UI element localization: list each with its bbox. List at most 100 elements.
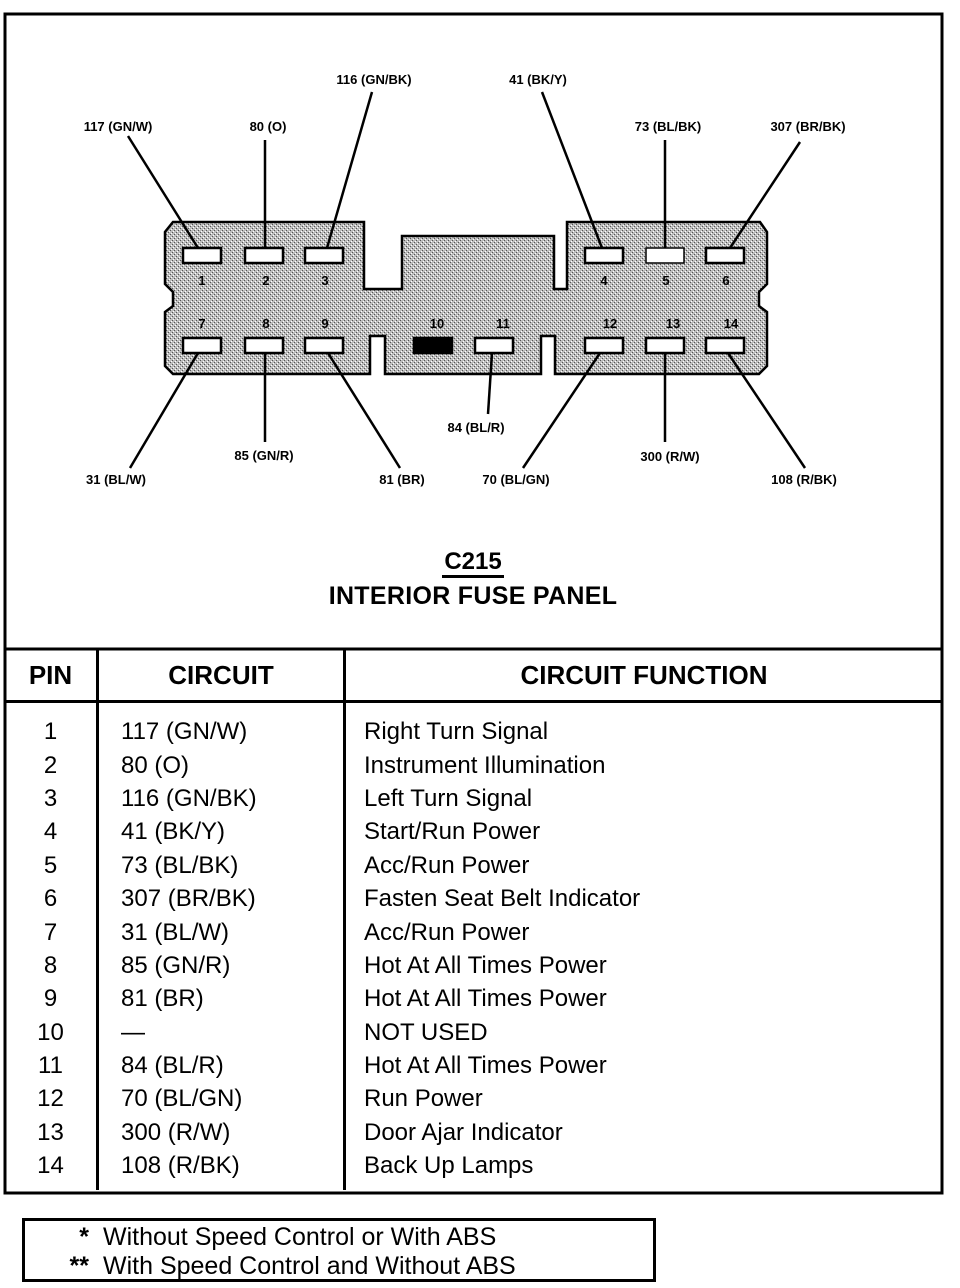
function-cell: Left Turn Signal: [364, 784, 533, 812]
leader-line: [521, 352, 602, 469]
circuit-cell: 300 (R/W): [97, 1115, 346, 1150]
circuit-cell: 116 (GN/BK): [97, 781, 346, 816]
cavity-number: 10: [430, 316, 444, 331]
wire-label: 41 (BK/Y): [509, 72, 567, 87]
pin-cell: 14: [5, 1149, 99, 1191]
function-cell: Acc/Run Power: [364, 918, 530, 946]
footnote: ** With Speed Control and Without ABS: [25, 1252, 516, 1281]
footnote-mark: **: [69, 1252, 89, 1280]
pin-cell: 1: [5, 701, 99, 749]
wire-label: 81 (BR): [379, 472, 425, 487]
function-cell: Instrument Illumination: [364, 751, 606, 779]
connector-id: C215: [0, 548, 946, 578]
cavity-8: [243, 336, 285, 355]
cavity-number: 13: [666, 316, 680, 331]
circuit-cell: 81 (BR): [97, 982, 346, 1016]
function-cell: Hot At All Times Power: [364, 951, 607, 979]
header-function: CIRCUIT FUNCTION: [344, 650, 942, 703]
pin-cell: 10: [5, 1015, 99, 1049]
wire-label: 84 (BL/R): [447, 420, 504, 435]
circuit-cell: 307 (BR/BK): [97, 881, 346, 916]
cavity-number: 12: [603, 316, 617, 331]
wire-label: 31 (BL/W): [86, 472, 146, 487]
function-cell: Start/Run Power: [364, 818, 541, 846]
wire-label: 73 (BL/BK): [635, 119, 701, 134]
pin-cell: 12: [5, 1082, 99, 1116]
circuit-cell: 84 (BL/R): [97, 1048, 346, 1083]
function-cell: Acc/Run Power: [364, 851, 530, 879]
cavity-number: 2: [262, 273, 269, 288]
circuit-cell: 31 (BL/W): [97, 915, 346, 949]
wire-label: 117 (GN/W): [84, 119, 153, 134]
wire-label: 108 (R/BK): [771, 472, 837, 487]
cavity-1: [181, 246, 223, 265]
footnote-mark: *: [79, 1223, 89, 1251]
leader-line: [486, 352, 494, 415]
pin-cell: 13: [5, 1115, 99, 1150]
cavity-number: 7: [198, 316, 205, 331]
cavity-6: [704, 246, 746, 265]
circuit-cell: 80 (O): [97, 748, 346, 782]
circuit-cell: 117 (GN/W): [97, 701, 346, 749]
circuit-cell: 108 (R/BK): [97, 1149, 346, 1191]
footnote: *Without Speed Control or With ABS: [25, 1223, 496, 1252]
circuit-cell: 85 (GN/R): [97, 948, 346, 983]
pin-cell: 6: [5, 881, 99, 916]
table-header-row: PIN CIRCUIT CIRCUIT FUNCTION: [5, 650, 942, 703]
wire-label: 85 (GN/R): [234, 448, 293, 463]
cavity-12: [583, 336, 625, 355]
pin-cell: 9: [5, 982, 99, 1016]
circuit-cell: 70 (BL/GN): [97, 1082, 346, 1116]
function-cell: Back Up Lamps: [364, 1152, 534, 1180]
function-cell: NOT USED: [364, 1018, 488, 1046]
function-cell: Right Turn Signal: [364, 718, 549, 746]
function-cell: Fasten Seat Belt Indicator: [364, 885, 641, 913]
cavity-number: 4: [600, 273, 608, 288]
cavity-10: [412, 336, 454, 355]
pin-cell: 4: [5, 815, 99, 849]
cavity-13: [644, 336, 686, 355]
cavity-4: [583, 246, 625, 265]
connector-name: INTERIOR FUSE PANEL: [328, 582, 618, 610]
leader-line: [728, 141, 802, 249]
cavity-7: [181, 336, 223, 355]
function-cell: Door Ajar Indicator: [364, 1118, 563, 1146]
cavity-number: 6: [722, 273, 729, 288]
cavity-2: [243, 246, 285, 265]
table-row: 10—NOT USED: [5, 1015, 942, 1049]
pin-cell: 7: [5, 915, 99, 949]
cavity-number: 5: [662, 273, 669, 288]
function-cell: Run Power: [364, 1085, 483, 1113]
function-cell: Hot At All Times Power: [364, 985, 607, 1013]
outer-border: [3, 12, 944, 1195]
cavity-number: 8: [262, 316, 269, 331]
function-cell: Hot At All Times Power: [364, 1052, 607, 1080]
cavity-11: [473, 336, 515, 355]
pin-cell: 8: [5, 948, 99, 983]
wire-label: 307 (BR/BK): [770, 119, 845, 134]
wire-label: 70 (BL/GN): [482, 472, 549, 487]
leader-line: [726, 352, 807, 469]
connector-id-text: C215: [442, 549, 504, 578]
circuit-cell: 73 (BL/BK): [97, 848, 346, 882]
cavity-number: 14: [724, 316, 739, 331]
leader-line: [326, 352, 402, 469]
cavity-3: [303, 246, 345, 265]
leader-line: [128, 352, 200, 469]
pin-cell: 3: [5, 781, 99, 816]
leader-line: [325, 91, 374, 249]
cavity-number: 3: [321, 273, 328, 288]
footnote-text: With Speed Control and Without ABS: [103, 1252, 516, 1280]
cavity-14: [704, 336, 746, 355]
wire-label: 80 (O): [250, 119, 287, 134]
